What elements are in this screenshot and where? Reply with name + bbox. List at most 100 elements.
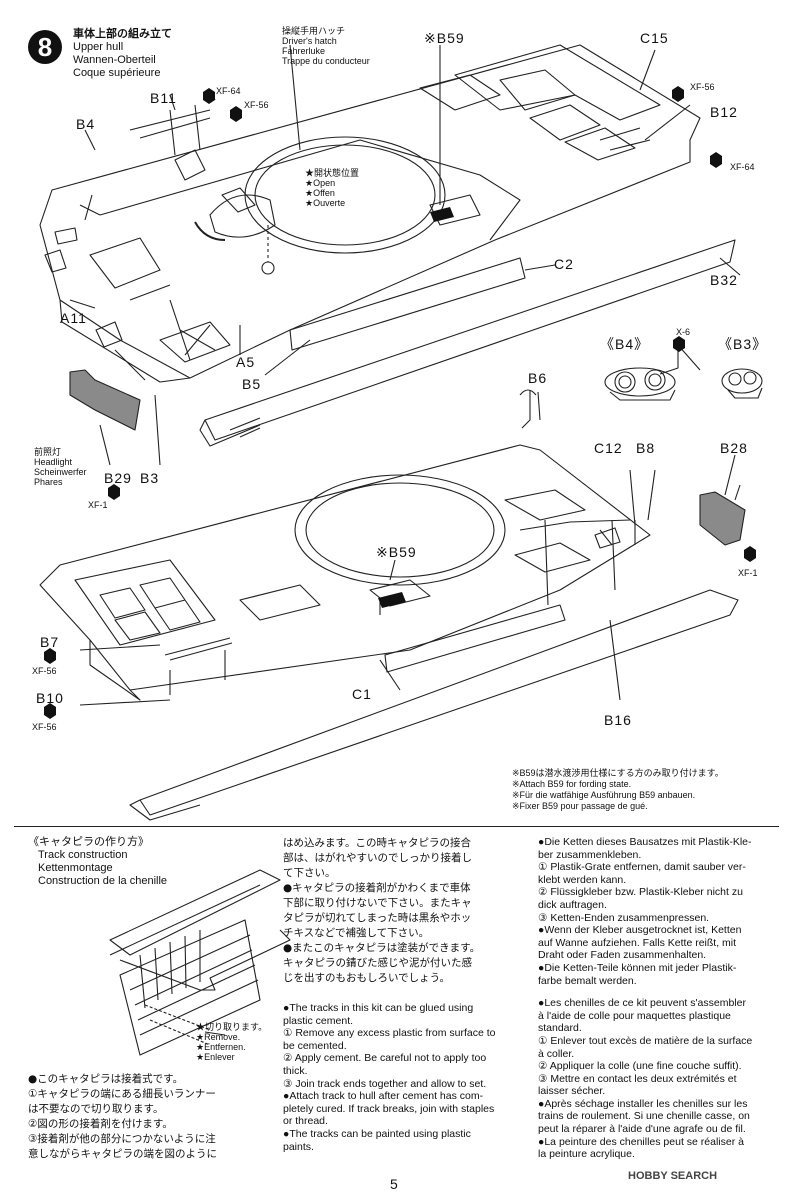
col3-line: peut la réparer à l'aide d'une agrafe ou… (538, 1123, 746, 1136)
col3-line: ●Après séchage installer les chenilles s… (538, 1097, 748, 1110)
label-c1: C1 (352, 686, 372, 702)
drivers-hatch-fr: Trappe du conducteur (282, 56, 370, 66)
label-x6: X-6 (676, 327, 691, 337)
label-b12: B12 (710, 104, 738, 120)
col2-line: ●キャタピラの接着剤がかわくまで車体 (283, 882, 471, 894)
track-title-fr: Construction de la chenille (38, 875, 168, 887)
section-divider (14, 826, 779, 827)
col3-line: trains de roulement. Si une chenille cas… (538, 1110, 750, 1123)
col3-line: dick auftragen. (538, 898, 607, 911)
page-number: 5 (390, 1176, 398, 1192)
label-b28: B28 (720, 440, 748, 456)
instructions-col1: ●このキャタピラは接着式です。 ①キャタピラの端にある細長いランナー は不要なの… (28, 1072, 268, 1162)
b59-note-en: ※Attach B59 for fording state. (512, 779, 632, 789)
headlight-label: 前照灯 Headlight Scheinwerfer Phares (34, 447, 87, 487)
headlight-guard-left (69, 369, 141, 431)
drivers-hatch-part (209, 194, 276, 238)
label-a5: A5 (236, 354, 256, 370)
col2-line: 部は、はがれやすいのでしっかり接着し (283, 852, 472, 864)
col2-line: pletely cured. If track breaks, join wit… (283, 1102, 495, 1115)
col2-line: はめ込みます。この時キャタピラの接合 (283, 837, 471, 849)
col3-line: ① Plastik-Grate entfernen, damit sauber … (538, 861, 746, 874)
col3-spacer (538, 987, 778, 997)
label-b32: B32 (710, 272, 738, 288)
col3-line: ●La peinture des chenilles peut se réali… (538, 1135, 744, 1148)
label-b3: B3 (140, 470, 160, 486)
col3-line: à coller. (538, 1047, 575, 1060)
label-b3-detail: 《B3》 (718, 336, 768, 352)
col3-line: ●Les chenilles de ce kit peuvent s'assem… (538, 997, 746, 1010)
headlight-en: Headlight (34, 457, 73, 467)
col3-line: ③ Ketten-Enden zusammenpressen. (538, 911, 710, 924)
step-title: 車体上部の組み立て Upper hull Wannen-Oberteil Coq… (73, 28, 172, 80)
side-skirt-c2 (289, 257, 526, 351)
label-xf1-left: XF-1 (88, 500, 108, 510)
label-b7: B7 (40, 634, 60, 650)
col2-line: キャタピラの錆びた感じや泥が付いた感 (283, 957, 472, 969)
col2-line: or thread. (283, 1115, 328, 1128)
col3-line: ① Enlever tout excès de matière de la su… (538, 1034, 753, 1047)
col3-line: la peinture acrylique. (538, 1148, 635, 1161)
instructions-col2: はめ込みます。この時キャタピラの接合 部は、はがれやすいのでしっかり接着し て下… (283, 836, 533, 1153)
remove-fr: ★Enlever (196, 1052, 235, 1062)
instructions-col3: ●Die Ketten dieses Bausatzes mit Plastik… (538, 836, 778, 1161)
label-xf56-b7: XF-56 (32, 666, 57, 676)
col3-line: klebt werden kann. (538, 873, 627, 886)
col3-line: ③ Mettre en contact les deux extrémités … (538, 1072, 737, 1085)
col2-spacer (283, 986, 533, 1002)
col2-line: タピラが切れてしまった時は黒糸やホッ (283, 912, 472, 924)
upper-hull-top-plate (39, 44, 701, 379)
headlight-ja: 前照灯 (34, 447, 62, 457)
col3-line: standard. (538, 1022, 582, 1035)
step-title-ja: 車体上部の組み立て (73, 28, 172, 40)
track-drawing (109, 869, 291, 1056)
track-construction-title: 《キャタピラの作り方》 Track construction Kettenmon… (28, 836, 167, 888)
detail-b4 (604, 367, 676, 397)
label-xf1-right: XF-1 (738, 568, 758, 578)
side-skirt-c1 (384, 604, 566, 673)
col2-line: thick. (283, 1064, 308, 1077)
open-position-fr: ★Ouverte (305, 198, 346, 208)
open-position-label: ★開状態位置 ★Open ★Offen ★Ouverte (305, 168, 359, 208)
b59-note-de: ※Für die watfähige Ausführung B59 anbaue… (512, 790, 696, 800)
step-title-en: Upper hull (73, 41, 124, 53)
col1-line: ③接着剤が他の部分につかないように注 (28, 1133, 216, 1145)
col2-line: て下さい。 (283, 867, 336, 879)
col1-line: 意しながらキャタピラの端を図のように (28, 1148, 217, 1160)
label-b8: B8 (636, 440, 656, 456)
col2-line: ●The tracks can be painted using plastic (283, 1127, 471, 1140)
col2-line: be cemented. (283, 1039, 347, 1052)
label-b6: B6 (528, 370, 548, 386)
side-plate-b32 (204, 239, 736, 441)
col1-line: ①キャタピラの端にある細長いランナー (28, 1088, 216, 1100)
col3-line: ber zusammenkleben. (538, 848, 642, 861)
col2-line: ●Attach track to hull after cement has c… (283, 1090, 484, 1103)
open-position-en: ★Open (305, 178, 336, 188)
step-title-de: Wannen-Oberteil (73, 54, 156, 66)
label-c2: C2 (554, 256, 574, 272)
label-b4: B4 (76, 116, 96, 132)
col3-line: ●Die Ketten-Teile können mit jeder Plast… (538, 961, 737, 974)
remove-en: ★Remove. (196, 1032, 241, 1042)
col2-line: ③ Join track ends together and allow to … (283, 1077, 487, 1090)
remove-label: ★切り取ります。 ★Remove. ★Entfernen. ★Enlever (196, 1022, 267, 1062)
label-c12: C12 (594, 440, 623, 456)
col2-line: チキスなどで補強して下さい。 (283, 927, 430, 939)
col3-line: Draht oder Faden zusammenhalten. (538, 949, 707, 962)
col3-line: ② Flüssigkleber bzw. Plastik-Kleber nich… (538, 886, 743, 899)
remove-ja: ★切り取ります。 (196, 1022, 268, 1032)
label-b16: B16 (604, 712, 632, 728)
col3-line: laisser sécher. (538, 1085, 606, 1098)
label-b11: B11 (150, 90, 177, 106)
label-xf56-right: XF-56 (690, 82, 715, 92)
label-b29: B29 (104, 470, 132, 486)
label-b4-detail: 《B4》 (600, 336, 650, 352)
col1-line: は不要なので切り取ります。 (28, 1103, 164, 1115)
label-c15: C15 (640, 30, 669, 46)
watermark: HOBBY SEARCH (628, 1170, 718, 1182)
step-number-badge: 8 (28, 30, 62, 64)
remove-de: ★Entfernen. (196, 1042, 246, 1052)
label-b59-mid: ※B59 (376, 544, 417, 560)
b59-note-fr: ※Fixer B59 pour passage de gué. (512, 801, 648, 811)
